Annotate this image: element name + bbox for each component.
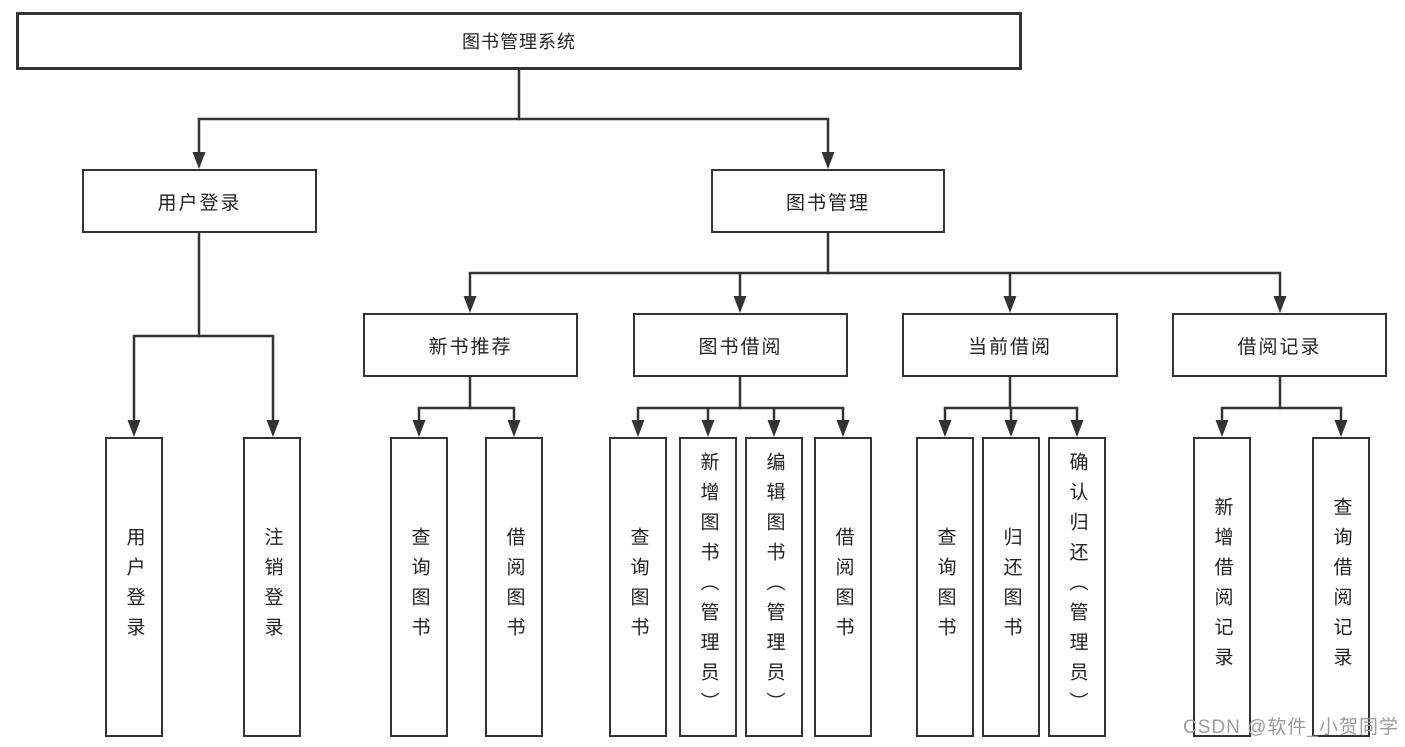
node-borrowing-records: 借阅记录 [1172,313,1387,377]
leaf-query-books-borrowing: 查询图书 [609,437,667,737]
node-new-book-recommend: 新书推荐 [363,313,578,377]
leaf-return-books: 归还图书 [982,437,1040,737]
leaf-add-borrow-record: 新增借阅记录 [1193,437,1251,737]
leaf-edit-books-admin: 编辑图书（管理员） [745,437,803,737]
node-user-login: 用户登录 [82,169,317,233]
node-current-borrowing: 当前借阅 [902,313,1118,377]
arrowheads [127,152,1348,437]
watermark: CSDN @软件_小贺同学 [1183,717,1399,738]
leaf-query-borrow-record: 查询借阅记录 [1312,437,1370,737]
leaf-confirm-return-admin: 确认归还（管理员） [1048,437,1106,737]
leaf-borrow-books-recommend: 借阅图书 [485,437,543,737]
leaf-logout: 注销登录 [243,437,301,737]
node-book-management: 图书管理 [711,169,945,233]
node-book-borrowing: 图书借阅 [633,313,848,377]
leaf-user-login: 用户登录 [105,437,163,737]
leaf-query-books-current: 查询图书 [916,437,974,737]
leaf-add-books-admin: 新增图书（管理员） [679,437,737,737]
leaf-query-books-recommend: 查询图书 [390,437,448,737]
leaf-borrow-books: 借阅图书 [814,437,872,737]
node-library-management-system: 图书管理系统 [16,12,1022,70]
